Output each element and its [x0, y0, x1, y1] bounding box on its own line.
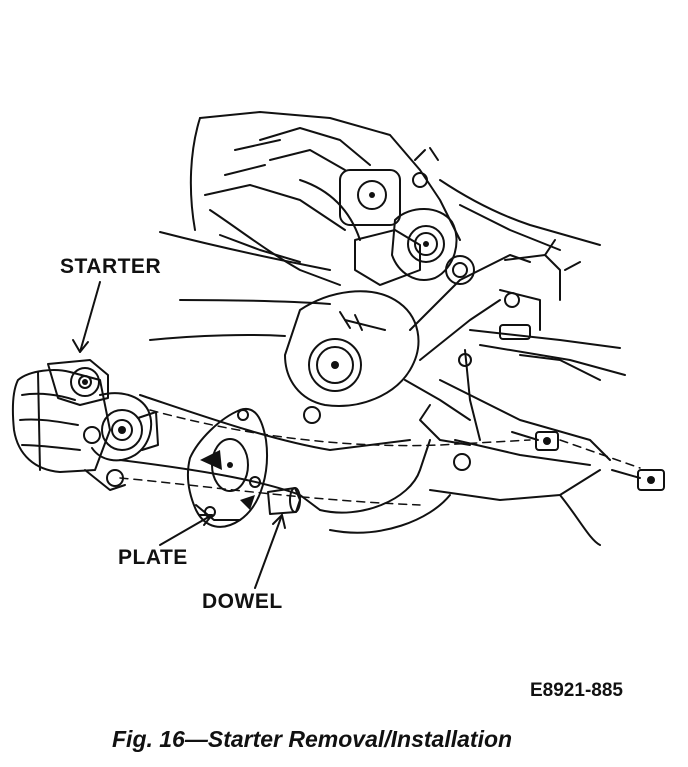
starter-leader — [72, 281, 101, 353]
mounting-bracket — [284, 254, 611, 471]
starter-motor — [11, 359, 159, 491]
dowel-label: DOWEL — [202, 590, 283, 613]
bolt-middle — [511, 431, 559, 451]
frame-rails — [119, 231, 601, 546]
intake-manifold — [189, 111, 461, 286]
plate-label: PLATE — [118, 546, 188, 569]
plate-leader — [159, 514, 213, 546]
dowel-leader — [254, 514, 286, 589]
exhaust-flange-upper — [391, 208, 475, 285]
dowel-part — [267, 487, 301, 515]
shading — [82, 192, 655, 510]
alignment-lines — [119, 409, 641, 506]
figure-caption: Fig. 16—Starter Removal/Installation — [112, 726, 513, 752]
starter-label: STARTER — [60, 255, 162, 278]
bellhousing-area — [439, 179, 626, 381]
plate-part — [187, 407, 268, 528]
bolt-right — [611, 469, 665, 491]
figure-code: E8921-885 — [530, 680, 623, 701]
